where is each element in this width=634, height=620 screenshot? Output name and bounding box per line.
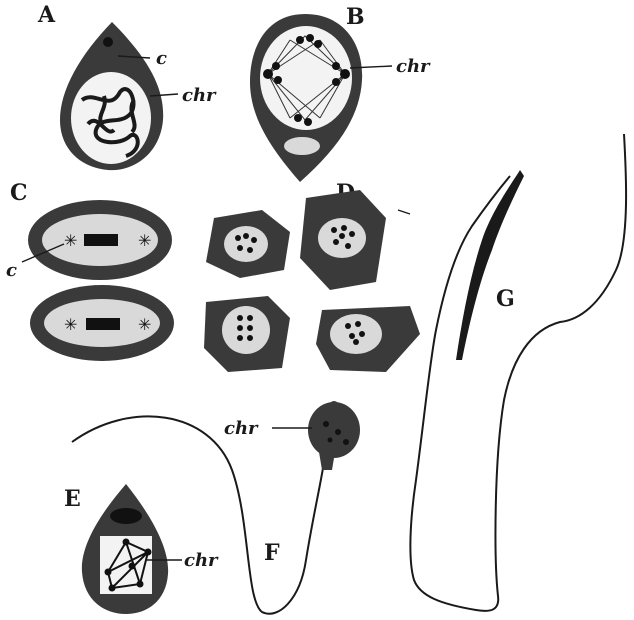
panel-e-letter: E	[64, 486, 81, 512]
panel-a-label-c: c	[156, 48, 167, 69]
panel-a: A c chr	[37, 2, 217, 170]
panel-d: D	[204, 180, 420, 372]
panel-b: B chr	[250, 4, 431, 182]
panel-a-label-chr: chr	[182, 85, 217, 106]
panel-c: C ✳ ✳ ✳ ✳ c	[6, 180, 174, 361]
panel-d-cell-3-nucleus	[222, 306, 270, 354]
panel-c-label-c: c	[6, 260, 17, 281]
panel-e-dark-body	[110, 508, 142, 524]
panel-g-outline	[410, 134, 626, 611]
panel-b-vacuole	[284, 137, 320, 155]
panel-a-letter: A	[37, 2, 56, 28]
panel-c-upper-aster-right: ✳	[138, 231, 151, 250]
panel-c-lower-aster-left: ✳	[64, 315, 77, 334]
panel-c-letter: C	[10, 180, 28, 206]
panel-d-cell-4-nucleus	[330, 314, 382, 354]
panel-f-acrosome	[329, 401, 339, 411]
panel-g-letter: G	[496, 286, 515, 312]
panel-b-letter: B	[346, 4, 365, 30]
panel-f-label-chr: chr	[224, 418, 259, 439]
panel-f-letter: F	[264, 540, 280, 566]
panel-c-upper-aster-left: ✳	[64, 231, 77, 250]
panel-e: E chr	[64, 484, 219, 614]
panel-c-lower-aster-right: ✳	[138, 315, 151, 334]
panel-d-cell-1-nucleus	[224, 226, 268, 262]
panel-d-tick	[398, 210, 410, 214]
panel-e-label-chr: chr	[184, 550, 219, 571]
panel-a-centrosome	[103, 37, 113, 47]
panel-a-nucleus	[71, 72, 151, 164]
panel-g: G	[410, 134, 626, 611]
panel-c-lower-plate	[86, 318, 120, 330]
panel-b-nucleus	[260, 26, 352, 130]
panel-g-dark-stripe	[456, 170, 524, 360]
panel-c-upper-plate	[84, 234, 118, 246]
panel-b-label-chr: chr	[396, 56, 431, 77]
